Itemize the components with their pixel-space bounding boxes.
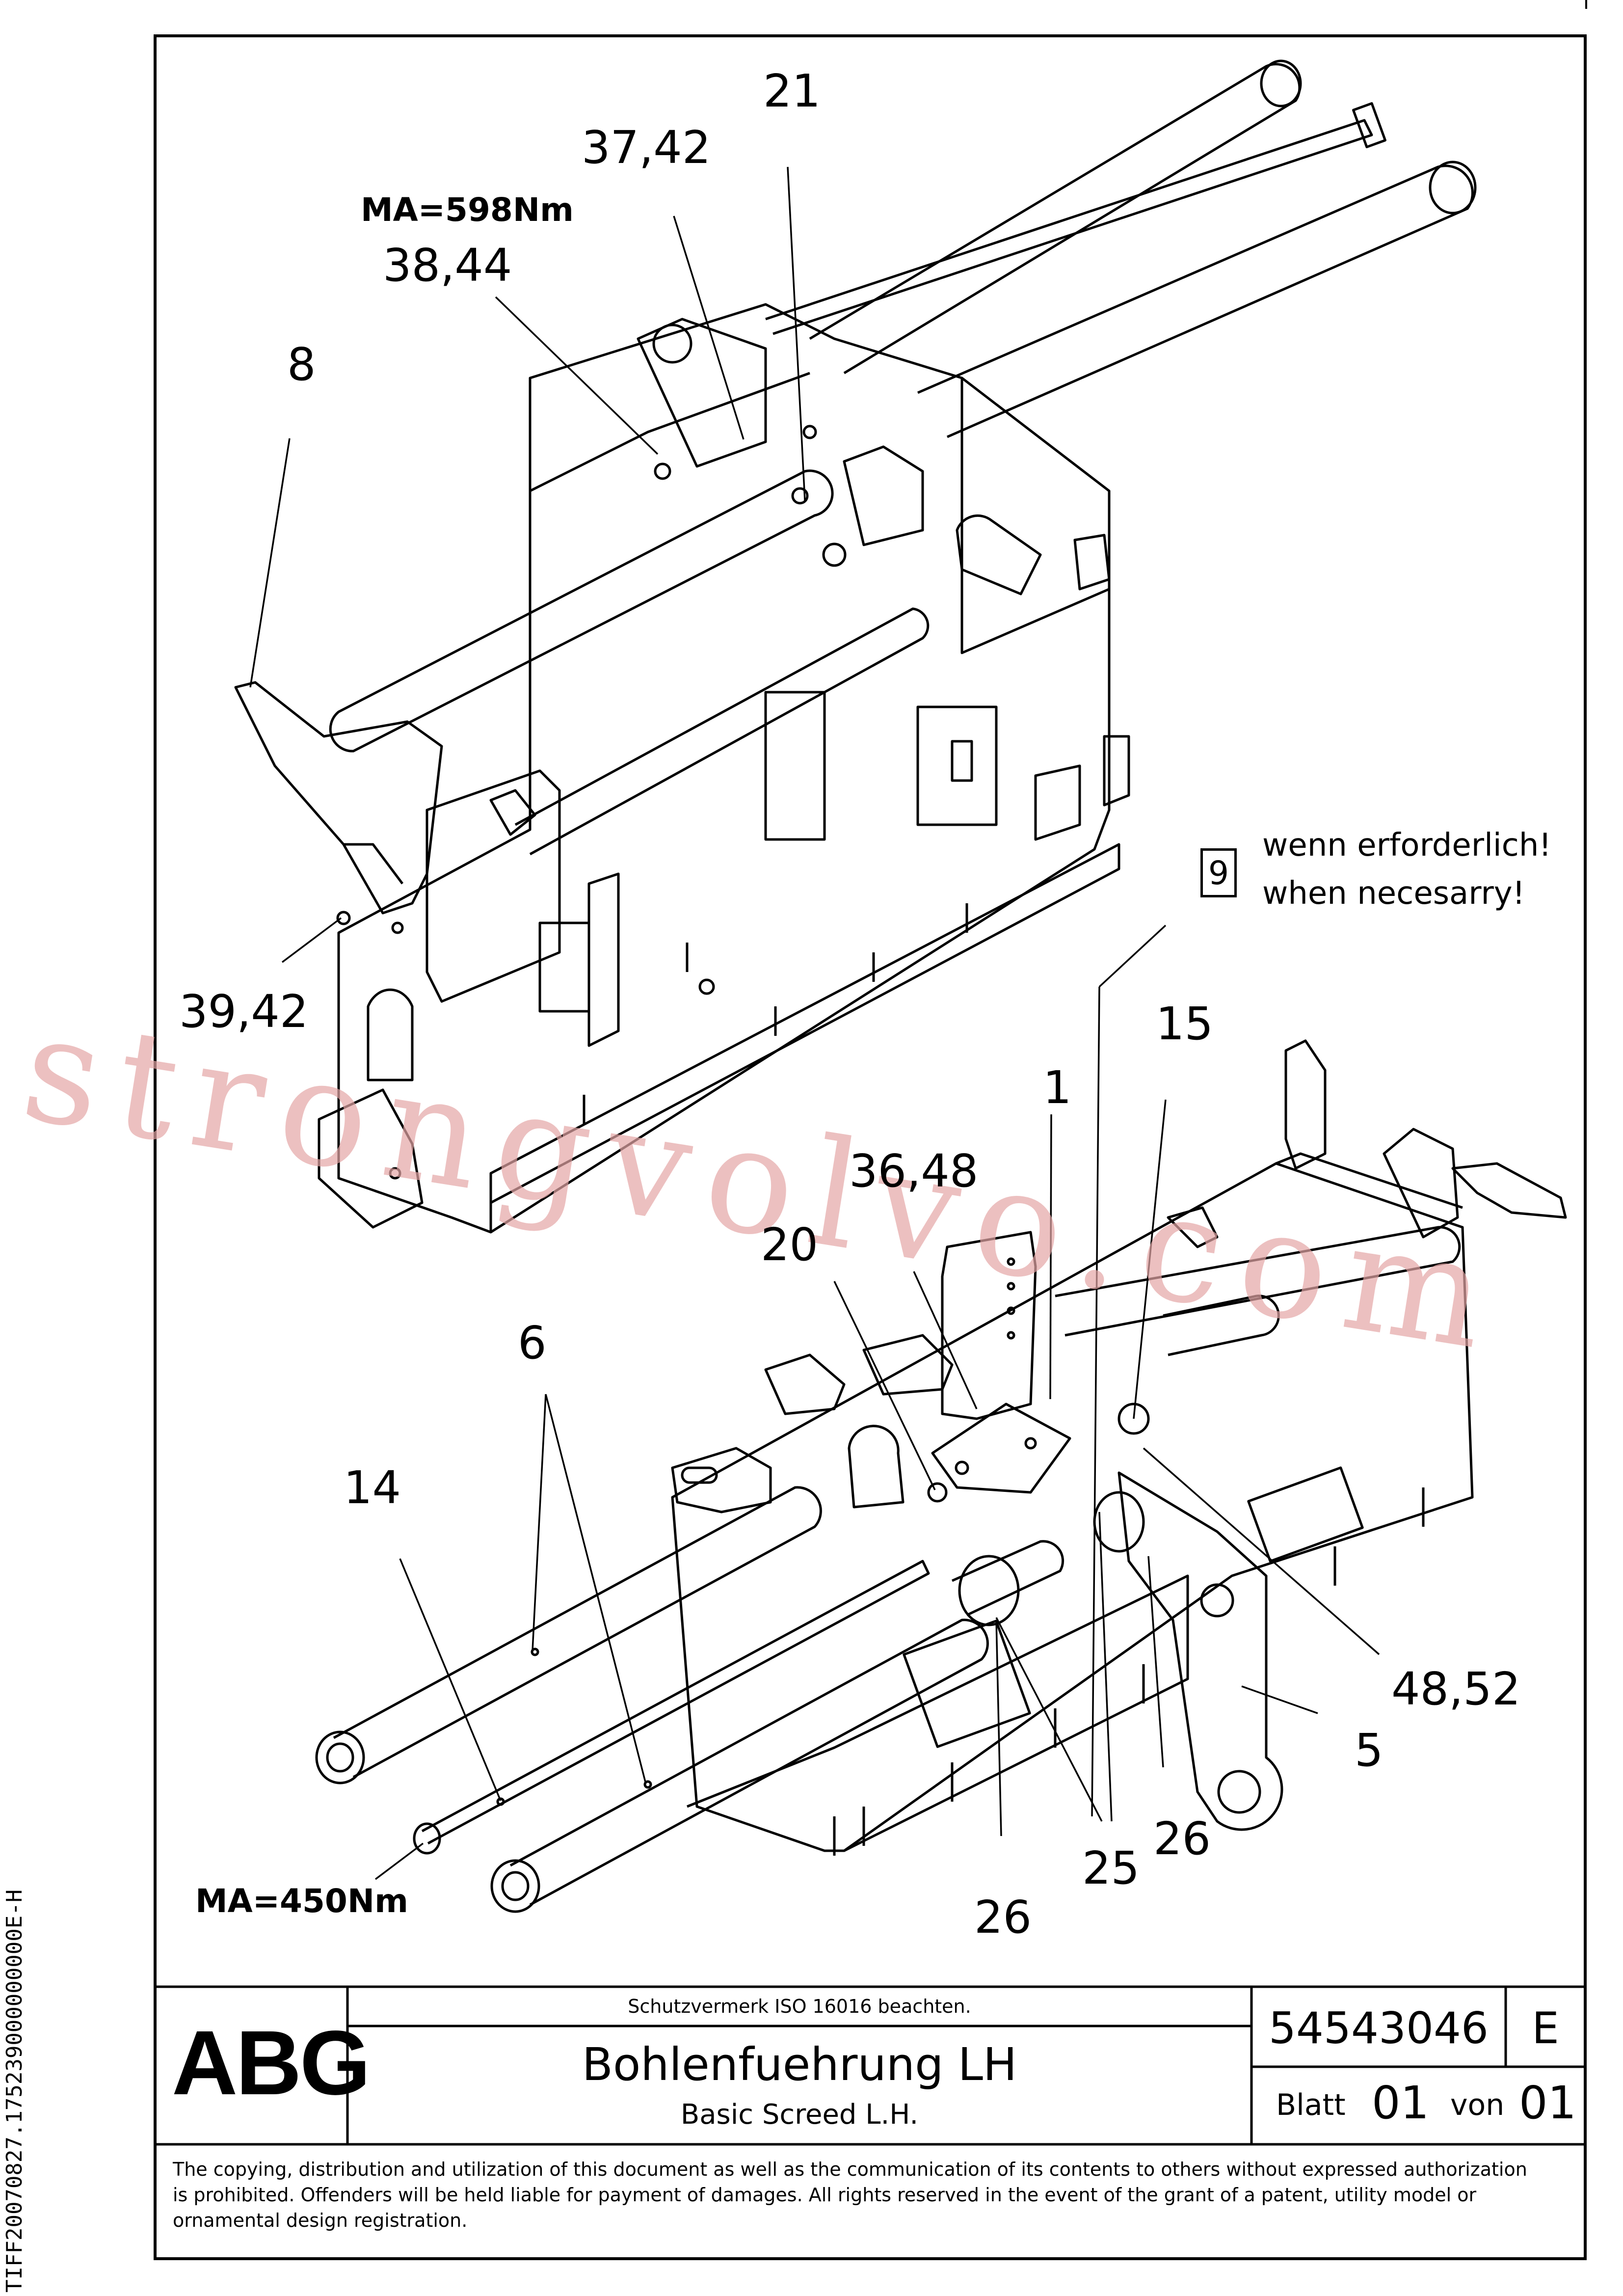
drawing-frame [154, 34, 1587, 2260]
torque-spec-upper: MA=598Nm [361, 191, 574, 229]
sheet-total: 01 [1519, 2077, 1577, 2129]
callout-37-42: 37,42 [582, 121, 711, 174]
copyright-line-1: The copying, distribution and utilizatio… [173, 2159, 1527, 2180]
callout-1: 1 [1043, 1061, 1072, 1114]
note-line-en: when necesarry! [1262, 875, 1525, 912]
side-file-code: TIFF20070827.175239000000000E-H [2, 1889, 27, 2293]
callout-25: 25 [1082, 1842, 1140, 1894]
company-logo: ABG [172, 2012, 371, 2114]
sheet-number: 01 [1372, 2077, 1430, 2129]
callout-14: 14 [344, 1461, 401, 1514]
drawing-number: 54543046 [1269, 2003, 1489, 2053]
drawing-title: Bohlenfuehrung LH [582, 2038, 1017, 2091]
of-label: von [1450, 2088, 1505, 2122]
note-line-de: wenn erforderlich! [1262, 827, 1552, 864]
callout-48-52: 48,52 [1391, 1663, 1521, 1715]
drawing-subtitle: Basic Screed L.H. [680, 2099, 919, 2131]
torque-spec-lower: MA=450Nm [195, 1882, 408, 1920]
protection-notice: Schutzvermerk ISO 16016 beachten. [628, 1996, 971, 2017]
callout-21: 21 [763, 65, 821, 117]
callout-38-44: 38,44 [383, 239, 512, 292]
callout-26-right: 26 [1153, 1812, 1211, 1865]
callout-6: 6 [518, 1317, 547, 1369]
callout-15: 15 [1156, 998, 1214, 1050]
note-marker-box: 9 [1200, 848, 1237, 897]
callout-5: 5 [1355, 1724, 1384, 1777]
copyright-line-3: ornamental design registration. [173, 2210, 468, 2231]
lower-assembly [315, 1039, 1567, 1913]
callout-8: 8 [287, 338, 316, 391]
sheet-label: Blatt [1276, 2088, 1346, 2122]
leader-lines [249, 166, 1380, 1880]
title-block-lines [155, 1985, 1585, 2146]
callout-20: 20 [761, 1218, 819, 1271]
revision-letter: E [1532, 2003, 1559, 2053]
callout-26-bottom: 26 [974, 1891, 1032, 1944]
callout-39-42: 39,42 [179, 985, 309, 1038]
copyright-line-2: is prohibited. Offenders will be held li… [173, 2184, 1477, 2206]
upper-assembly [234, 59, 1477, 1234]
callout-36-48: 36,48 [849, 1145, 979, 1197]
